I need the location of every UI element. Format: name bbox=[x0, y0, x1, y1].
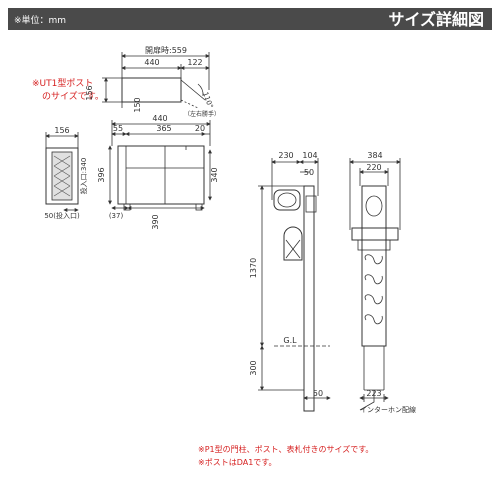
front-overall: 440 bbox=[152, 114, 167, 123]
pillar-side-height: 1370 bbox=[249, 258, 258, 278]
bottom-note-line2: ※ポストはDA1です。 bbox=[198, 458, 277, 467]
pillar-side-buried: 300 bbox=[249, 360, 258, 375]
header-bar bbox=[8, 8, 492, 30]
ut1-note-line1: ※UT1型ポスト bbox=[32, 78, 93, 89]
front-bottom-mid: 390 bbox=[151, 214, 160, 229]
pillar-side-offset: 50 bbox=[304, 168, 314, 177]
front-bottom-left: (37) bbox=[109, 212, 124, 220]
top-open-dim: 開扉時:559 bbox=[145, 45, 187, 55]
header-title: サイズ詳細図 bbox=[388, 10, 484, 29]
pillar-side-view bbox=[258, 158, 331, 412]
front-middle: 365 bbox=[156, 124, 171, 133]
front-height-left: 396 bbox=[97, 167, 106, 182]
side-slot-bottom: 50(投入口) bbox=[44, 211, 80, 220]
front-left: 55 bbox=[113, 124, 123, 133]
side-width: 156 bbox=[54, 126, 69, 135]
front-view bbox=[108, 120, 212, 211]
pillar-front-base: 223 bbox=[366, 389, 381, 398]
pillar-side-ground: G.L bbox=[283, 336, 297, 345]
side-slot-pattern bbox=[53, 155, 71, 197]
top-view bbox=[102, 52, 210, 109]
ut1-note-line2: のサイズです。 bbox=[42, 90, 104, 102]
top-side: 122 bbox=[187, 58, 202, 67]
top-width: 440 bbox=[144, 58, 159, 67]
front-height-right: 340 bbox=[210, 167, 219, 182]
pillar-side-top-left: 230 bbox=[278, 151, 293, 160]
pillar-front-view bbox=[349, 158, 401, 411]
pillar-front-intercom-note: インターホン配線 bbox=[360, 405, 416, 414]
top-hinge-note: （左右勝手） bbox=[184, 110, 220, 118]
pillar-side-base: 50 bbox=[313, 389, 323, 398]
top-angle: 110° bbox=[201, 91, 214, 110]
pillar-front-overall: 384 bbox=[367, 151, 382, 160]
front-slot-height: 150 bbox=[133, 97, 142, 112]
unit-note: ※単位：mm bbox=[14, 14, 66, 26]
front-right: 20 bbox=[195, 124, 205, 133]
side-slot-label: 投入口:340 bbox=[79, 158, 88, 195]
bottom-note-line1: ※P1型の門柱、ポスト、表札付きのサイズです。 bbox=[198, 444, 373, 454]
pillar-side-top-right: 104 bbox=[302, 151, 317, 160]
top-depth: 156 bbox=[85, 85, 94, 100]
pillar-front-inner: 220 bbox=[366, 163, 381, 172]
